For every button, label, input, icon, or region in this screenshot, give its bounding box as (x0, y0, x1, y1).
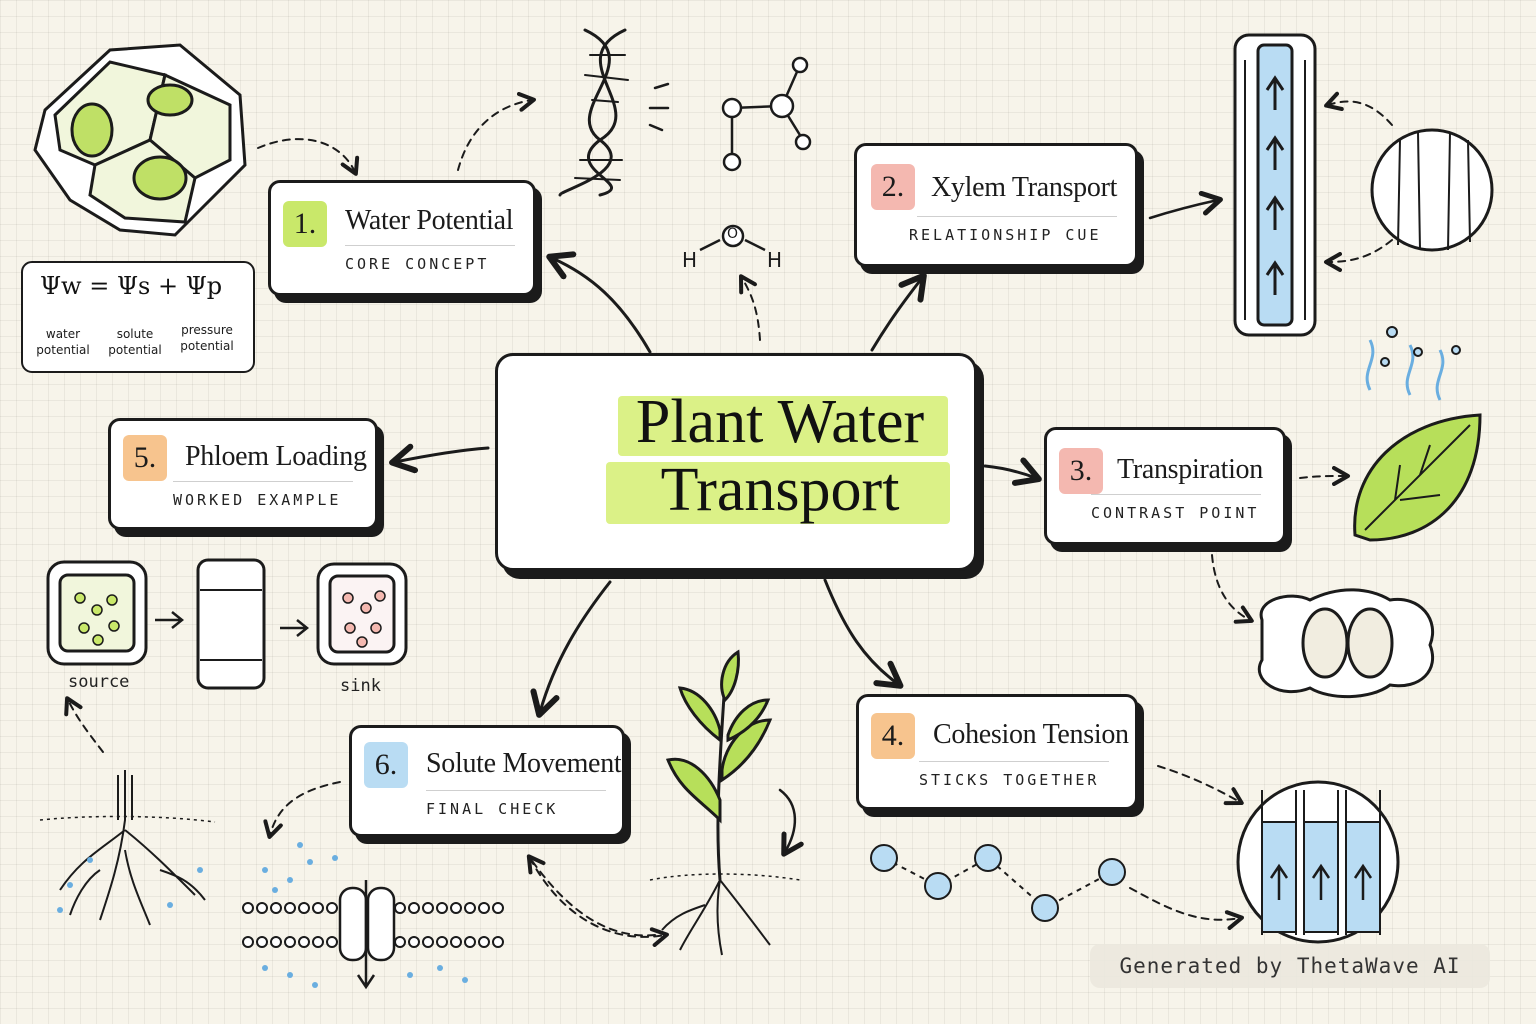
node-divider (426, 790, 606, 791)
membrane-channel-icon (57, 842, 504, 990)
cohesion-chain-icon (870, 844, 1126, 922)
cohesion-tube-icon (1236, 780, 1400, 944)
arrow-to-phloem (389, 443, 490, 474)
node-subtitle: STICKS TOGETHER (919, 771, 1100, 789)
central-title-line1: Plant Water (635, 388, 925, 456)
equation-term-solute: solute potential (108, 327, 162, 357)
title-highlight (618, 396, 948, 456)
node-title: Phloem Loading (185, 441, 367, 472)
node-subtitle: RELATIONSHIP CUE (909, 226, 1102, 244)
node-number-badge: 1. (283, 201, 327, 247)
dashed-arrows (64, 91, 1393, 948)
plant-cell-icon (33, 43, 247, 237)
node-number-badge: 5. (123, 435, 167, 481)
node-number-badge: 6. (364, 742, 408, 788)
stomata-icon (1258, 588, 1435, 699)
molecule-o: O (727, 226, 739, 242)
node-subtitle: FINAL CHECK (426, 800, 559, 818)
node-divider (1091, 494, 1261, 495)
phospholipid-heads (242, 902, 504, 948)
central-title: Plant Water Transport (600, 388, 960, 524)
equation-term-water: water potential (36, 327, 90, 357)
equation-text: Ψw = Ψs + Ψp (40, 272, 223, 300)
molecule-h-left: H (682, 248, 698, 272)
node-card-xylem-transport[interactable]: 2. Xylem Transport RELATIONSHIP CUE (854, 143, 1138, 267)
node-subtitle: WORKED EXAMPLE (173, 491, 342, 509)
node-title: Xylem Transport (931, 172, 1118, 203)
sprout-icon (649, 649, 801, 956)
connector-arrows (389, 251, 1042, 718)
node-subtitle: CORE CONCEPT (345, 255, 490, 273)
arrow-to-transpiration (983, 457, 1042, 486)
water-molecule-icon (699, 224, 766, 252)
phloem-source-label: source (68, 672, 130, 692)
phloem-diagram (46, 558, 408, 690)
node-card-phloem-loading[interactable]: 5. Phloem Loading WORKED EXAMPLE (108, 418, 378, 530)
node-subtitle: CONTRAST POINT (1091, 504, 1260, 522)
arrow-to-water-potential (546, 251, 652, 354)
node-card-cohesion-tension[interactable]: 4. Cohesion Tension STICKS TOGETHER (856, 694, 1138, 810)
arrow-to-cohesion (823, 578, 904, 689)
molecule-icon (721, 56, 812, 172)
node-divider (345, 245, 515, 246)
node-number-badge: 3. (1059, 448, 1103, 494)
node-number-badge: 2. (871, 164, 915, 210)
node-card-solute-movement[interactable]: 6. Solute Movement FINAL CHECK (349, 725, 625, 837)
arrow-to-xylem (870, 272, 927, 352)
node-title: Solute Movement (426, 748, 622, 779)
node-title: Water Potential (345, 205, 514, 236)
dna-icon (558, 28, 670, 197)
central-title-line2: Transport (660, 456, 900, 524)
node-title: Cohesion Tension (933, 719, 1129, 750)
xylem-vessel-icon (1233, 33, 1494, 337)
footer-credit: Generated by ThetaWave AI (1090, 944, 1490, 988)
node-divider (919, 761, 1109, 762)
node-card-water-potential[interactable]: 1. Water Potential CORE CONCEPT (268, 180, 536, 296)
node-number-badge: 4. (871, 713, 915, 759)
equation-box (21, 261, 255, 373)
phloem-sink-label: sink (340, 676, 381, 696)
roots-icon (39, 770, 216, 926)
molecule-h-right: H (767, 248, 783, 272)
node-divider (917, 216, 1117, 217)
equation-term-pressure: pressure potential (180, 323, 234, 353)
arrow-to-solute (530, 580, 612, 718)
leaf-icon (1353, 326, 1482, 542)
node-title: Transpiration (1117, 454, 1263, 485)
node-divider (173, 481, 353, 482)
node-card-transpiration[interactable]: 3. Transpiration CONTRAST POINT (1044, 427, 1286, 545)
title-highlight-2 (606, 462, 950, 524)
